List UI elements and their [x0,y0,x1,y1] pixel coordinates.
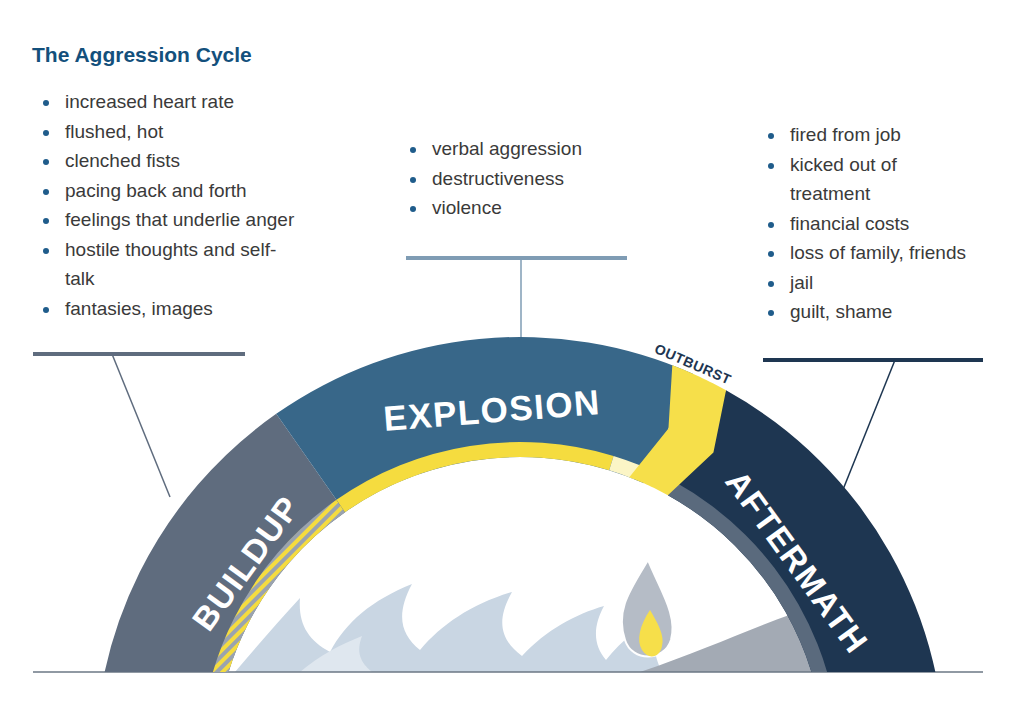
leader-bar [406,256,627,260]
flame-shape [235,584,664,672]
band-segment [668,390,945,672]
list-text: flushed, hot [65,121,163,142]
bullet-list: increased heart rate flushed, hot clenched… [65,87,355,323]
bullet-dot [43,307,49,313]
list-item: pacing back and forth [65,176,355,206]
list-text: jail [790,272,813,293]
bullet-dot [43,248,49,254]
list-item: kicked out of treatment [790,150,940,209]
list-text: increased heart rate [65,91,234,112]
explosion-band: EXPLOSION [265,330,700,520]
list-text: pacing back and forth [65,180,247,201]
bullet-dot [768,251,774,257]
list-text: verbal aggression [432,138,582,159]
list-item: flushed, hot [65,117,355,147]
list-text: guilt, shame [790,301,892,322]
bullet-dot [410,177,416,183]
bullet-dot [43,100,49,106]
bullet-dot [768,310,774,316]
bullet-dot [410,147,416,153]
list-item: clenched fists [65,146,355,176]
bullet-list: verbal aggression destructiveness violence [432,134,672,223]
list-text: clenched fists [65,150,180,171]
list-item: fired from job [790,120,1020,150]
flame-shape [300,636,372,672]
bullet-dot [43,218,49,224]
bullet-dot [768,133,774,139]
flame-icon-inner [639,610,662,656]
bullet-dot [43,130,49,136]
list-item: loss of family, friends [790,238,1020,268]
list-item: hostile thoughts and self-talk [65,235,280,294]
band-segment [336,442,613,512]
list-item: jail [790,268,1020,298]
flame-icon-outer [622,560,673,657]
list-text: fired from job [790,124,901,145]
list-item: verbal aggression [432,134,672,164]
list-item: guilt, shame [790,297,1020,327]
list-text: financial costs [790,213,909,234]
list-text: hostile thoughts and self-talk [65,239,276,290]
bullet-dot [43,189,49,195]
list-text: kicked out of treatment [790,154,897,205]
list-item: destructiveness [432,164,672,194]
list-text: violence [432,197,502,218]
bullet-dot [43,159,49,165]
outburst-band: OUTBURST [620,340,750,505]
band-segment [276,337,693,512]
list-text: feelings that underlie anger [65,209,294,230]
list-item: feelings that underlie anger [65,205,355,235]
list-item: increased heart rate [65,87,355,117]
list-item: fantasies, images [65,294,355,324]
list-text: fantasies, images [65,298,213,319]
leader-line [112,354,170,497]
leader-bar [763,358,983,362]
list-item: financial costs [790,209,1020,239]
list-item: violence [432,193,672,223]
bullet-dot [410,206,416,212]
fire-illustration [235,560,832,672]
bullet-dot [768,281,774,287]
list-text: loss of family, friends [790,242,966,263]
diagram-title: The Aggression Cycle [32,43,252,67]
bullet-dot [768,222,774,228]
bullet-list: fired from job kicked out of treatment fin… [790,120,1020,327]
leader-bar [33,352,245,356]
list-text: destructiveness [432,168,564,189]
bullet-dot [768,163,774,169]
leader-line [520,258,522,337]
